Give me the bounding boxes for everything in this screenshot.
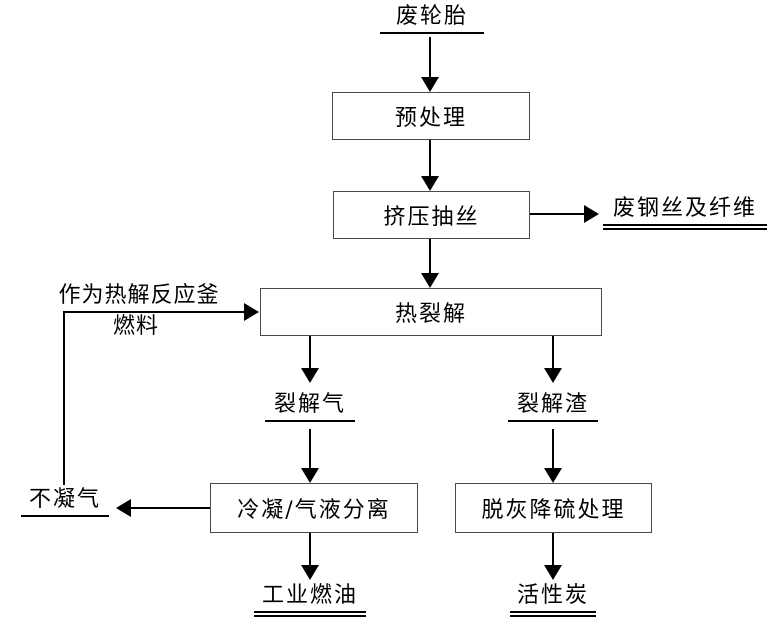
edge-extrusion-to-waste-steel-line bbox=[530, 213, 584, 215]
node-non-condensable-gas: 不凝气 bbox=[21, 487, 109, 517]
node-waste-tire: 废轮胎 bbox=[380, 4, 484, 34]
edge-condensation-to-fuel-oil-line bbox=[309, 533, 311, 565]
note-fuel-line2: 燃料 bbox=[112, 314, 159, 339]
edge-gas-to-condensation-arrowhead-icon bbox=[301, 468, 319, 483]
edge-waste-tire-to-pretreatment-arrowhead-icon bbox=[421, 77, 439, 92]
edge-extrusion-to-waste-steel-arrowhead-icon bbox=[584, 205, 599, 223]
edge-deash-to-activated-carbon-arrowhead-icon bbox=[544, 565, 562, 580]
edge-noncondensable-to-pyrolysis-vline bbox=[63, 311, 65, 485]
edge-noncondensable-to-pyrolysis-hline bbox=[63, 311, 244, 313]
node-pretreatment: 预处理 bbox=[332, 92, 530, 140]
edge-gas-to-condensation-line bbox=[309, 429, 311, 468]
edge-pyrolysis-to-residue-line bbox=[552, 336, 554, 369]
node-deash-desulfurization: 脱灰降硫处理 bbox=[455, 483, 652, 533]
edge-condensation-to-fuel-oil-arrowhead-icon bbox=[301, 565, 319, 580]
edge-pyrolysis-to-residue-arrowhead-icon bbox=[544, 368, 562, 383]
edge-pretreatment-to-extrusion-arrowhead-icon bbox=[421, 176, 439, 191]
edge-deash-to-activated-carbon-line bbox=[552, 533, 554, 565]
node-pyrolysis-label: 热裂解 bbox=[394, 302, 467, 327]
node-deash-desulfurization-label: 脱灰降硫处理 bbox=[481, 498, 626, 523]
node-activated-carbon: 活性炭 bbox=[510, 583, 596, 617]
node-condensation-separation: 冷凝/气液分离 bbox=[210, 483, 418, 533]
edge-pyrolysis-to-gas-line bbox=[309, 336, 311, 369]
edge-noncondensable-to-pyrolysis-arrowhead-icon bbox=[244, 303, 259, 321]
edge-extrusion-to-pyrolysis-line bbox=[429, 239, 431, 273]
note-fuel-line1: 作为热解反应釜 bbox=[58, 283, 220, 308]
node-extrusion-drawing: 挤压抽丝 bbox=[333, 191, 530, 239]
node-pyrolysis-residue: 裂解渣 bbox=[508, 392, 598, 422]
edge-residue-to-deash-line bbox=[552, 429, 554, 468]
edge-pyrolysis-to-gas-arrowhead-icon bbox=[301, 368, 319, 383]
edge-extrusion-to-pyrolysis-arrowhead-icon bbox=[421, 273, 439, 288]
node-pyrolysis: 热裂解 bbox=[260, 288, 602, 336]
node-extrusion-drawing-label: 挤压抽丝 bbox=[383, 205, 480, 230]
edge-residue-to-deash-arrowhead-icon bbox=[544, 468, 562, 483]
edge-condensation-to-noncondensable-arrowhead-icon bbox=[116, 499, 131, 517]
node-waste-steel-fiber: 废钢丝及纤维 bbox=[603, 196, 767, 230]
node-industrial-fuel-oil: 工业燃油 bbox=[254, 583, 366, 617]
edge-condensation-to-noncondensable-line bbox=[131, 507, 210, 509]
node-pyrolysis-gas: 裂解气 bbox=[265, 392, 355, 422]
node-condensation-separation-label: 冷凝/气液分离 bbox=[237, 498, 391, 523]
edge-waste-tire-to-pretreatment-line bbox=[429, 37, 431, 77]
node-pretreatment-label: 预处理 bbox=[394, 106, 467, 131]
edge-pretreatment-to-extrusion-line bbox=[429, 140, 431, 176]
